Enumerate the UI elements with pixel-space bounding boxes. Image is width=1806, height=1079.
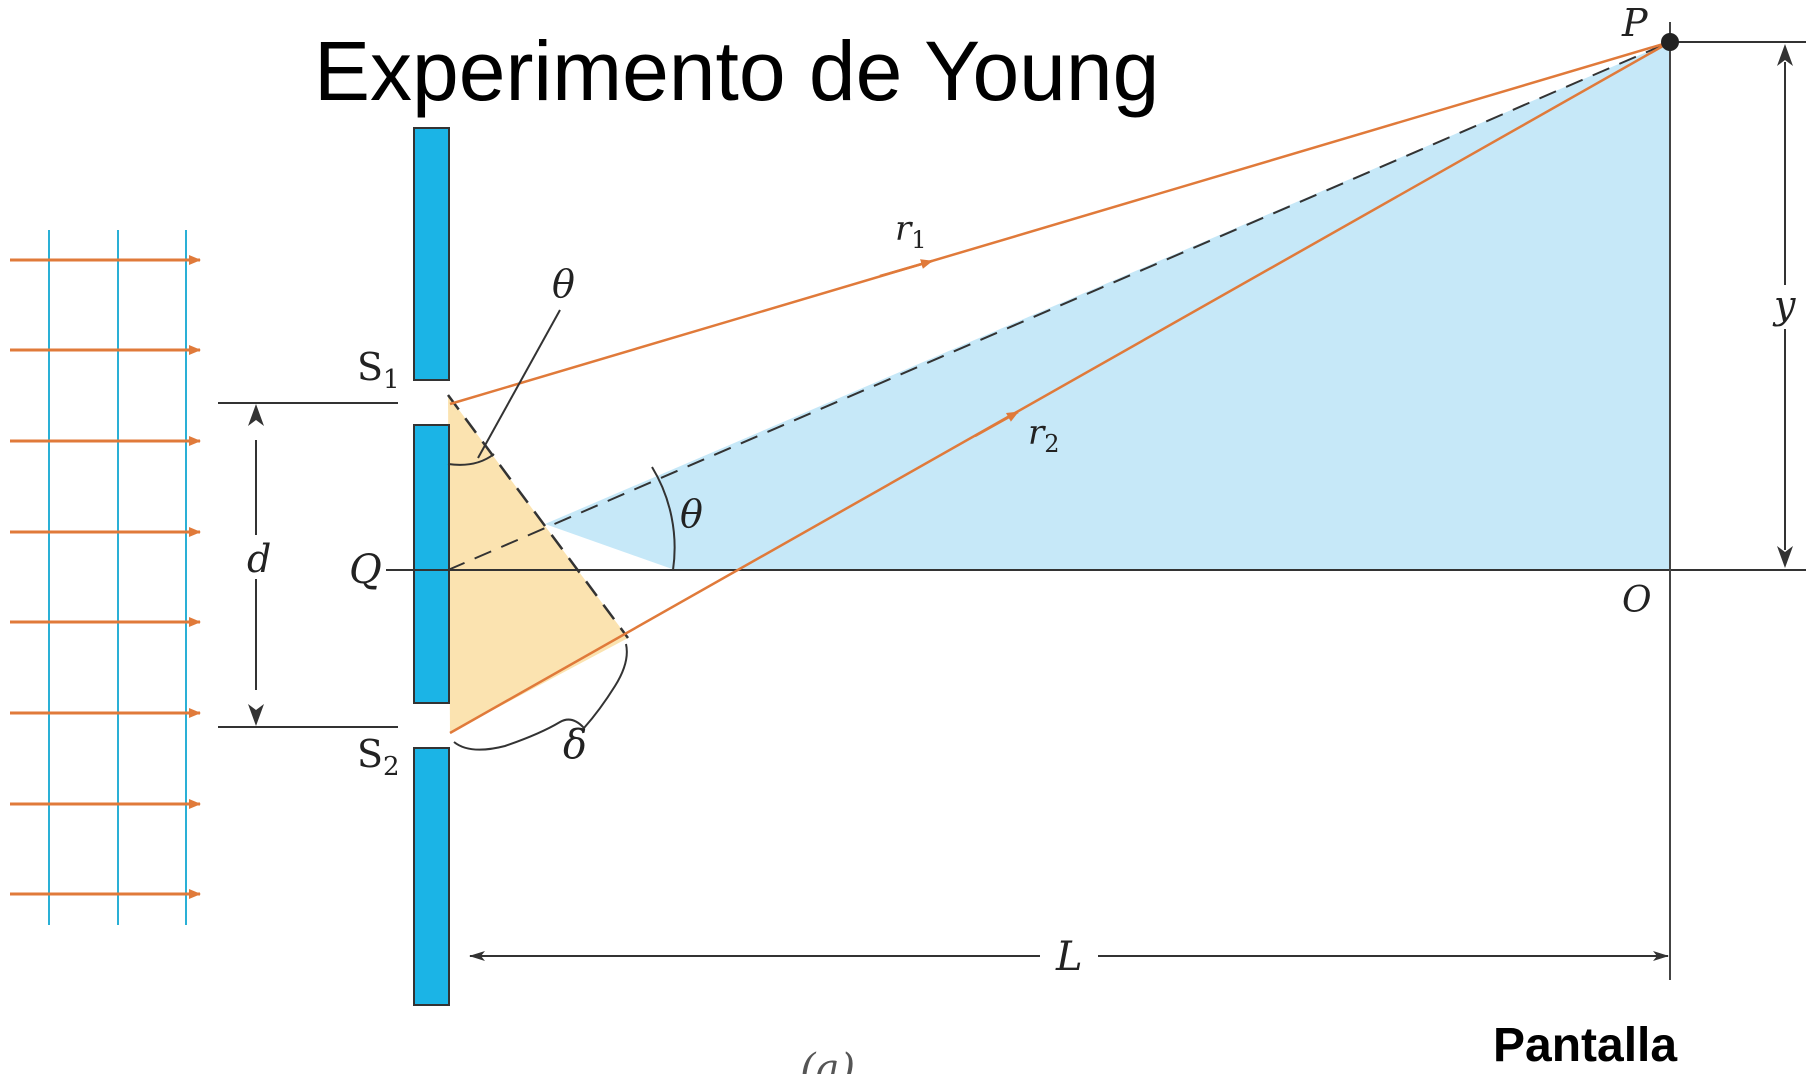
theta-leader-line xyxy=(477,309,561,459)
screen-label: Pantalla xyxy=(1493,1019,1677,1072)
ray-r1-arrow xyxy=(879,259,933,278)
delta-brace xyxy=(453,643,628,751)
point-p-dot xyxy=(1661,33,1679,51)
label-l: L xyxy=(1055,934,1083,980)
y-arrowhead-bottom xyxy=(1777,546,1793,568)
label-y: y xyxy=(1772,283,1796,327)
barrier-top xyxy=(413,127,450,381)
ray-r1 xyxy=(449,40,1671,406)
blue-triangle-region xyxy=(545,42,1670,570)
dashed-perpendicular xyxy=(446,394,630,639)
label-p: P xyxy=(1621,1,1649,45)
yellow-triangle-region xyxy=(448,395,628,733)
label-theta-slit: θ xyxy=(552,262,575,306)
dashed-centerline xyxy=(447,41,1671,571)
label-q: Q xyxy=(349,547,382,593)
ray-r2-arrow xyxy=(974,410,1019,438)
ray-r2 xyxy=(449,40,1671,735)
y-arrowhead-top xyxy=(1777,44,1793,66)
d-arrowhead-bottom xyxy=(248,704,264,726)
label-r2: r2 xyxy=(1028,413,1060,458)
incident-light-arrows xyxy=(10,255,201,899)
theta-arc-slit xyxy=(447,453,495,466)
label-s1: S1 xyxy=(357,345,400,395)
label-s2: S2 xyxy=(357,732,400,782)
label-delta: δ xyxy=(563,722,587,768)
diagram-title: Experimento de Young xyxy=(314,24,1159,118)
label-r1: r1 xyxy=(895,209,927,254)
theta-arc-center xyxy=(651,466,676,571)
label-theta-center: θ xyxy=(680,492,703,536)
label-o: O xyxy=(1622,580,1652,621)
barrier-middle xyxy=(413,424,450,704)
figure-caption: (a) xyxy=(800,1046,855,1074)
label-d: d xyxy=(247,537,271,581)
barrier-bottom xyxy=(413,747,450,1006)
d-arrowhead-top xyxy=(248,404,264,426)
